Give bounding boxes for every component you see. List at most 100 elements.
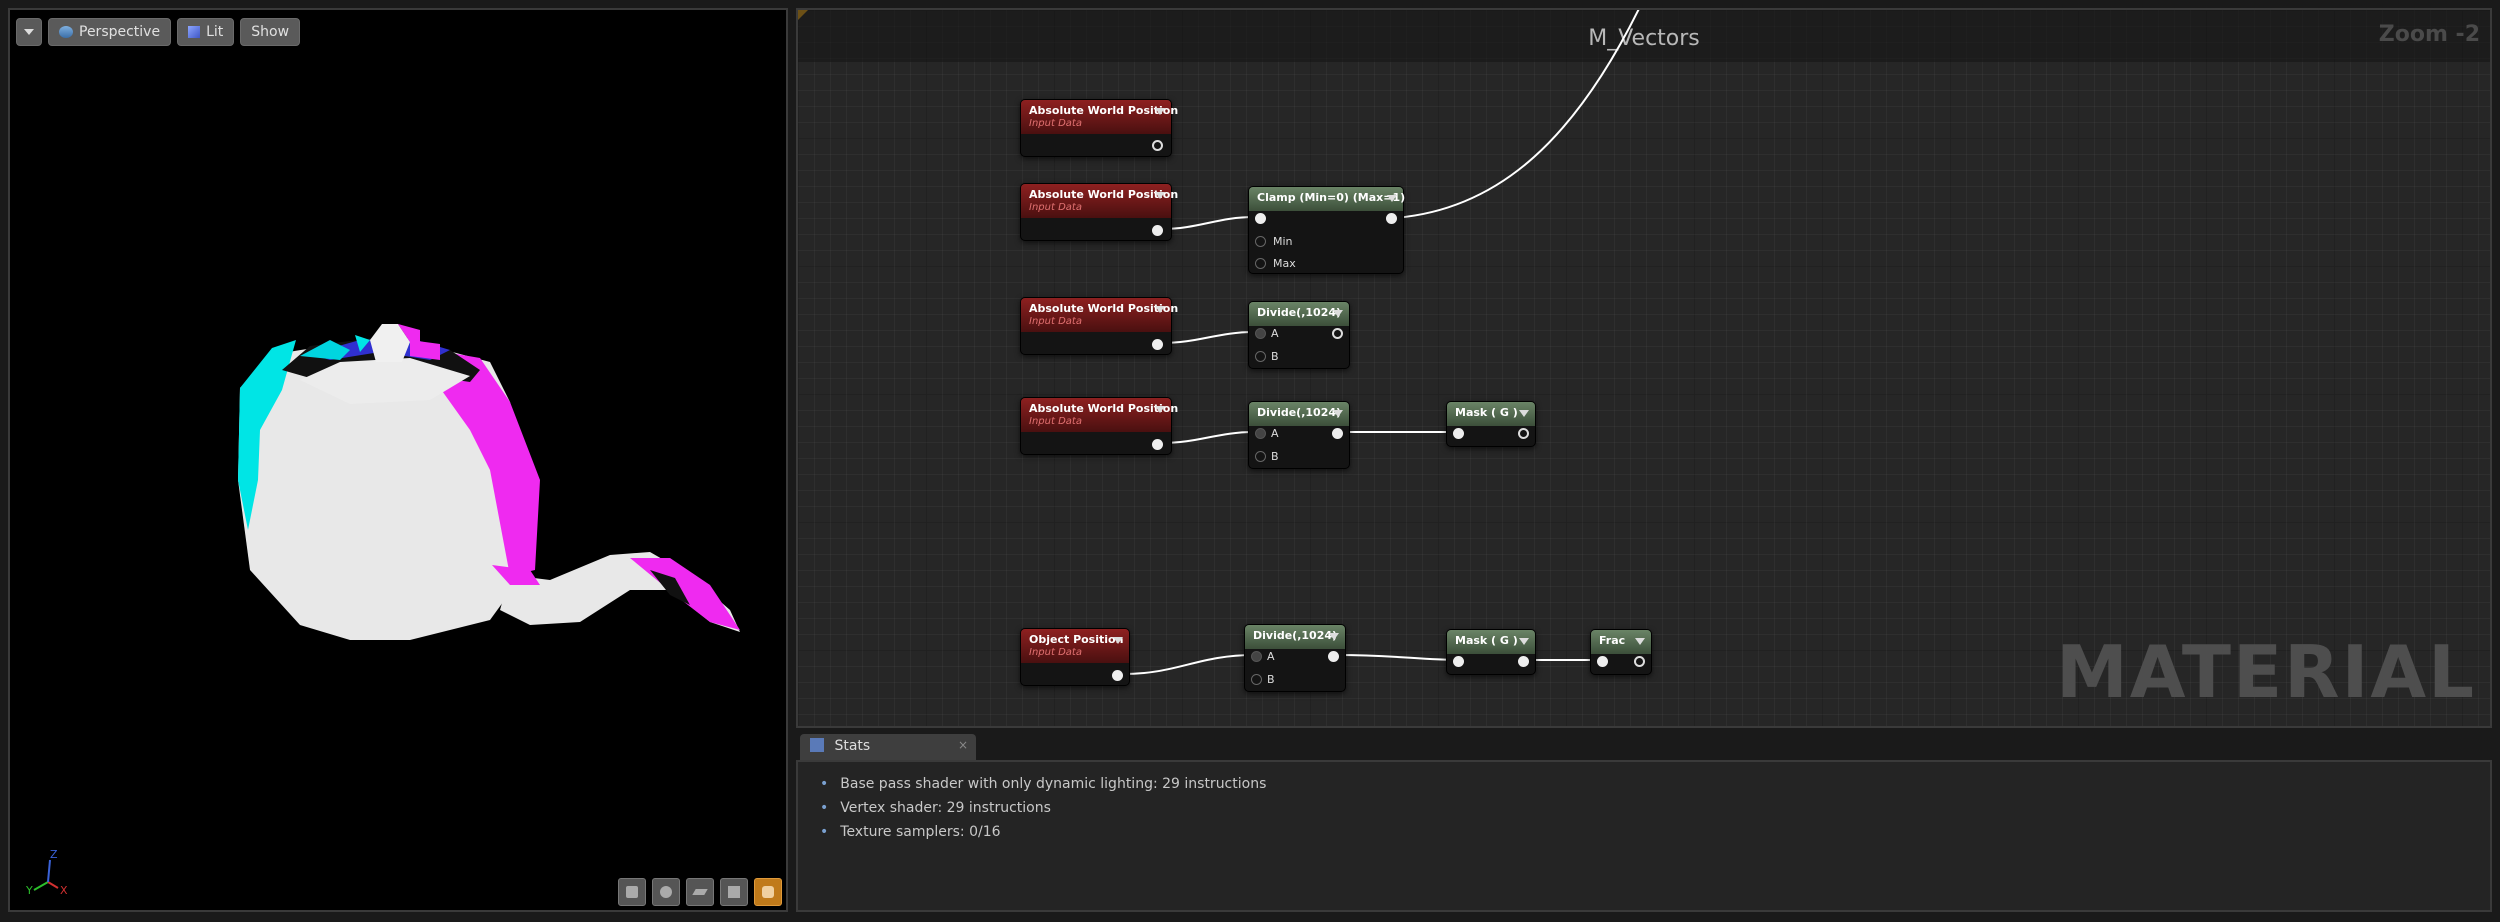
axis-gizmo: X Y Z [24,846,74,900]
node-header: Mask ( G ) [1447,402,1535,426]
chevron-down-icon[interactable] [1333,410,1343,417]
b-label: B [1271,350,1279,363]
show-button[interactable]: Show [240,18,301,46]
divide-node-2[interactable]: Divide(,1024) A B [1248,401,1350,469]
min-pin[interactable] [1255,236,1266,247]
clamp-node[interactable]: Clamp (Min=0) (Max=1) Min Max [1248,186,1405,274]
mask-node-2[interactable]: Mask ( G ) [1446,629,1536,675]
stats-panel: Base pass shader with only dynamic light… [796,760,2492,912]
absolute-world-position-node-3[interactable]: Absolute World Position Input Data [1020,297,1178,355]
cube-preview-button[interactable] [720,878,748,906]
viewport-options-button[interactable] [16,18,42,46]
chevron-down-icon[interactable] [1155,108,1165,115]
lit-label: Lit [206,24,224,40]
node-header: Clamp (Min=0) (Max=1) [1249,187,1405,211]
stats-line-vertex-shader: Vertex shader: 29 instructions [820,796,2490,820]
divide-node-3[interactable]: Divide(,1024) A B [1244,624,1346,692]
output-pin[interactable] [1152,225,1163,236]
max-label: Max [1273,257,1296,270]
a-pin[interactable] [1255,328,1266,339]
input-pin[interactable] [1453,656,1464,667]
input-pin[interactable] [1597,656,1608,667]
output-pin[interactable] [1152,339,1163,350]
mask-node-1[interactable]: Mask ( G ) [1446,401,1536,447]
node-subtitle: Input Data [1029,118,1082,129]
output-pin[interactable] [1112,670,1123,681]
b-label: B [1267,673,1275,686]
object-position-node[interactable]: Object Position Input Data [1020,628,1130,686]
stats-tab-label: Stats [834,738,871,754]
node-header: Absolute World Position Input Data [1021,298,1178,332]
zoom-level: Zoom -2 [2378,22,2480,47]
node-header: Divide(,1024) [1249,302,1349,326]
node-title: Mask ( G ) [1455,634,1518,647]
sphere-preview-button[interactable] [652,878,680,906]
perspective-icon [59,26,73,38]
output-pin[interactable] [1328,651,1339,662]
chevron-down-icon[interactable] [1333,310,1343,317]
teapot-preview [238,324,740,640]
frac-node[interactable]: Frac [1590,629,1652,675]
output-pin[interactable] [1518,428,1529,439]
a-label: A [1271,427,1279,440]
node-title: Absolute World Position [1029,302,1179,315]
chevron-down-icon[interactable] [1387,195,1397,202]
cylinder-icon [626,886,638,898]
teapot-icon [762,886,774,898]
b-pin[interactable] [1251,674,1262,685]
input-pin[interactable] [1453,428,1464,439]
viewport-preview-shapes [618,878,782,906]
node-title: Divide(,1024) [1253,629,1338,642]
plane-preview-button[interactable] [686,878,714,906]
chevron-down-icon[interactable] [1329,633,1339,640]
output-pin[interactable] [1152,439,1163,450]
node-header: Absolute World Position Input Data [1021,100,1178,134]
absolute-world-position-node-1[interactable]: Absolute World Position Input Data [1020,99,1178,157]
node-header: Divide(,1024) [1245,625,1345,649]
node-header: Absolute World Position Input Data [1021,184,1178,218]
a-pin[interactable] [1255,428,1266,439]
preview-viewport[interactable]: Perspective Lit Show [8,8,788,912]
output-pin[interactable] [1518,656,1529,667]
node-header: Divide(,1024) [1249,402,1349,426]
chevron-down-icon[interactable] [1635,638,1645,645]
chevron-down-icon[interactable] [1155,192,1165,199]
material-graph-canvas[interactable]: M_Vectors Zoom -2 Absolute World Positio… [796,8,2492,728]
absolute-world-position-node-2[interactable]: Absolute World Position Input Data [1020,183,1178,241]
node-header: Frac [1591,630,1651,654]
node-title: Divide(,1024) [1257,306,1342,319]
output-pin[interactable] [1152,140,1163,151]
output-pin[interactable] [1332,328,1343,339]
perspective-button[interactable]: Perspective [48,18,172,46]
chevron-down-icon[interactable] [1519,410,1529,417]
chevron-down-icon[interactable] [1113,637,1123,644]
stats-tab[interactable]: Stats × [800,734,976,760]
output-pin[interactable] [1332,428,1343,439]
output-pin[interactable] [1386,213,1397,224]
chevron-down-icon[interactable] [1155,406,1165,413]
b-label: B [1271,450,1279,463]
chevron-down-icon[interactable] [1519,638,1529,645]
output-pin[interactable] [1634,656,1645,667]
stats-line-base-pass: Base pass shader with only dynamic light… [820,772,2490,796]
cylinder-preview-button[interactable] [618,878,646,906]
axis-x-label: X [60,884,68,896]
b-pin[interactable] [1255,351,1266,362]
a-pin[interactable] [1251,651,1262,662]
input-pin[interactable] [1255,213,1266,224]
close-icon[interactable]: × [957,738,968,752]
teapot-preview-button[interactable] [754,878,782,906]
node-title: Absolute World Position [1029,188,1179,201]
show-label: Show [251,24,290,40]
node-subtitle: Input Data [1029,416,1082,427]
node-title: Frac [1599,634,1626,647]
lit-button[interactable]: Lit [177,18,235,46]
b-pin[interactable] [1255,451,1266,462]
absolute-world-position-node-4[interactable]: Absolute World Position Input Data [1020,397,1178,455]
chevron-down-icon[interactable] [1155,306,1165,313]
chevron-down-icon [24,29,34,35]
lit-icon [188,26,201,38]
divide-node-1[interactable]: Divide(,1024) A B [1248,301,1350,369]
stats-line-texture-samplers: Texture samplers: 0/16 [820,820,2490,844]
max-pin[interactable] [1255,258,1266,269]
